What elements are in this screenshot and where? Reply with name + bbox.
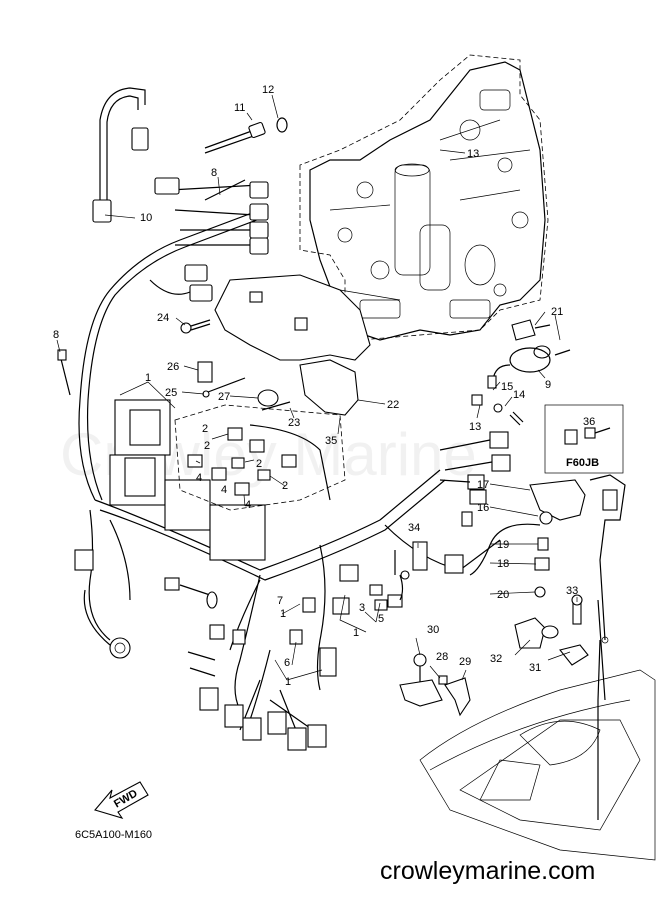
callout-14: 14 — [513, 389, 525, 401]
callout-6: 6 — [284, 657, 290, 669]
callout-4-b: 4 — [221, 484, 227, 496]
callout-2-c: 2 — [256, 458, 262, 470]
bracket-part-22 — [214, 274, 371, 416]
main-harness-drawing — [78, 209, 501, 741]
callout-11: 11 — [234, 102, 245, 114]
callout-8-upper: 8 — [211, 167, 217, 179]
callout-12: 12 — [262, 84, 274, 96]
callout-30: 30 — [427, 624, 439, 636]
sensor-parts-9-21 — [471, 319, 571, 426]
callout-35: 35 — [325, 435, 337, 447]
callout-1-mid: 1 — [353, 627, 359, 639]
callout-1-lower: 1 — [285, 676, 291, 688]
callout-7: 7 — [277, 595, 283, 607]
bolt-part-24 — [180, 319, 211, 334]
callout-16: 16 — [477, 502, 489, 514]
callout-10: 10 — [140, 212, 152, 224]
callout-13-upper: 13 — [467, 148, 479, 160]
callout-8-left: 8 — [53, 329, 59, 341]
callout-34: 34 — [408, 522, 420, 534]
drawing-code: 6C5A100-M160 — [75, 829, 152, 841]
callout-3: 3 — [359, 602, 365, 614]
callout-26: 26 — [167, 361, 179, 373]
website-credit: crowleymarine.com — [380, 857, 595, 885]
callout-15: 15 — [501, 381, 513, 393]
cable-tie-drawing — [57, 179, 246, 396]
callout-2-b: 2 — [204, 440, 210, 452]
callout-5: 5 — [378, 613, 384, 625]
callout-20: 20 — [497, 589, 509, 601]
ecm-module-drawing — [109, 399, 266, 561]
cable-part-11 — [204, 117, 288, 154]
callout-13: 13 — [469, 421, 481, 433]
callout-36: 36 — [583, 416, 595, 428]
inset-label: F60JB — [566, 457, 599, 469]
callout-19: 19 — [497, 539, 509, 551]
connector-group-drawing — [174, 404, 346, 511]
callout-2-d: 2 — [282, 480, 288, 492]
callout-leaders — [56, 94, 578, 681]
callout-32: 32 — [490, 653, 502, 665]
callout-4-c: 4 — [245, 499, 251, 511]
callout-33: 33 — [566, 585, 578, 597]
callout-28: 28 — [436, 651, 448, 663]
callout-17: 17 — [477, 479, 489, 491]
fwd-arrow-icon — [94, 781, 149, 819]
callout-1-upper: 1 — [145, 372, 151, 384]
callout-24: 24 — [157, 312, 169, 324]
callout-numbers: 11 12 8 10 8 13 21 9 15 14 13 24 26 25 2… — [53, 84, 595, 688]
engine-block-drawing — [299, 54, 549, 341]
callout-22: 22 — [387, 399, 399, 411]
parts-28-33 — [399, 594, 589, 717]
callout-1-small: 1 — [280, 608, 286, 620]
callout-2-a: 2 — [202, 423, 208, 435]
callout-27: 27 — [218, 391, 230, 403]
upper-harness-drawing — [92, 87, 269, 302]
callout-18: 18 — [497, 558, 509, 570]
callout-9: 9 — [545, 379, 551, 391]
callout-29: 29 — [459, 656, 471, 668]
callout-21: 21 — [551, 306, 563, 318]
small-parts-23-27 — [197, 361, 291, 411]
callout-31: 31 — [529, 662, 541, 674]
inset-box-f60jb — [544, 404, 624, 474]
callout-23: 23 — [288, 417, 300, 429]
bottom-cowling-drawing — [419, 669, 656, 861]
switch-bracket-16-20 — [469, 474, 626, 820]
middle-connectors — [289, 431, 511, 677]
callout-4-a: 4 — [196, 472, 202, 484]
lower-left-connectors — [74, 549, 327, 751]
callout-25: 25 — [165, 387, 177, 399]
